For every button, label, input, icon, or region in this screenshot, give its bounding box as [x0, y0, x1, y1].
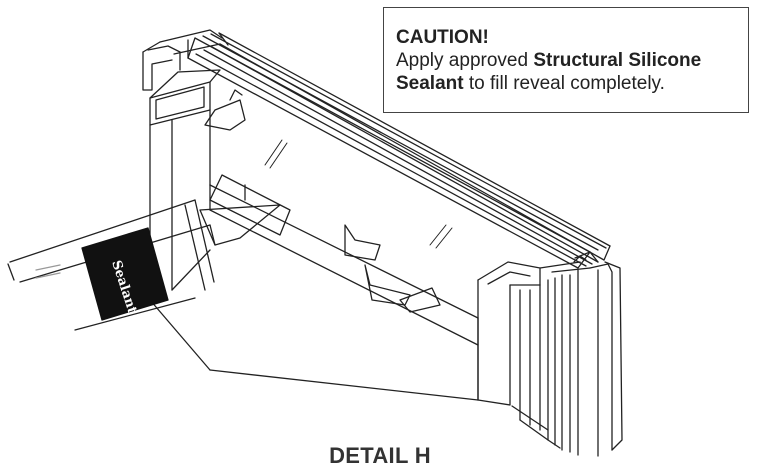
right-jamb-profile: [477, 251, 623, 457]
caution-note: CAUTION! Apply approved Structural Silic…: [383, 7, 749, 113]
glass-reflection-marks: [264, 139, 453, 249]
caution-text-product-1: Structural Silicone: [533, 50, 702, 71]
glazing-unit: [187, 32, 611, 269]
frame-sill: [149, 109, 479, 401]
sealant-tube-band: [81, 227, 169, 321]
detail-caption: DETAIL H: [329, 443, 431, 468]
setting-blocks: [204, 89, 441, 313]
caution-title: CAUTION!: [396, 27, 489, 48]
left-jamb-profile: [142, 29, 223, 126]
caution-text-product-2: Sealant: [396, 73, 464, 94]
caution-text-intro: Apply approved: [396, 50, 534, 71]
caution-text-instruction: to fill reveal completely.: [463, 73, 665, 94]
